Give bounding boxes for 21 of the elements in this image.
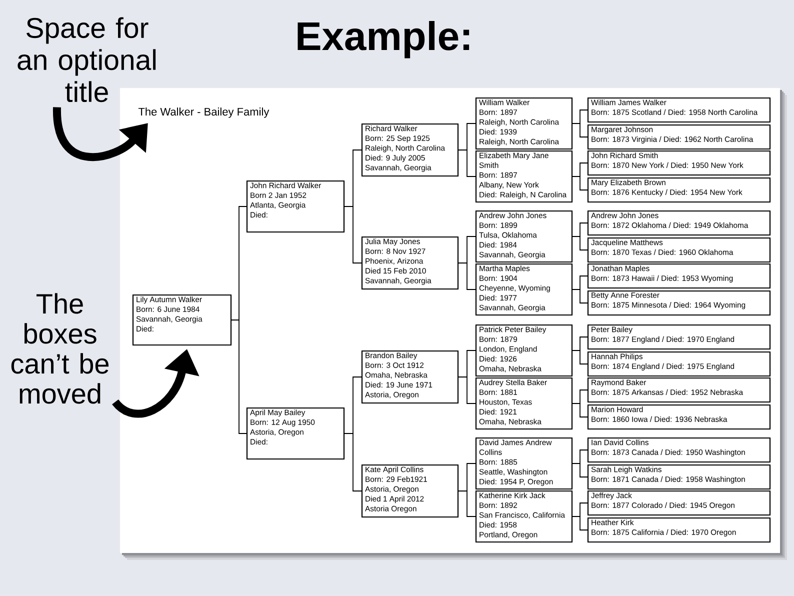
connector-line [572,236,588,250]
connector-line [572,123,588,138]
connector-line [344,206,362,264]
annotation-text: Space for an optional title [18,17,156,102]
annotation-text: The boxes can’t be moved [11,293,109,404]
connector-line [572,289,588,304]
connector-line [572,403,588,418]
title-text: The Walker - Bailey Family [138,108,270,118]
connector-line [572,463,588,478]
connector-line [572,350,588,364]
connector-line [458,490,476,517]
connector-line [230,320,248,434]
connector-line [458,262,476,290]
paper-sheet [120,88,787,560]
connector-line [572,516,588,530]
heading: Example: [298,21,470,58]
connector-line [572,176,588,190]
connector-line [344,433,362,492]
curved-arrow [53,107,148,161]
connector-line [458,376,476,404]
connector-line [458,150,476,177]
